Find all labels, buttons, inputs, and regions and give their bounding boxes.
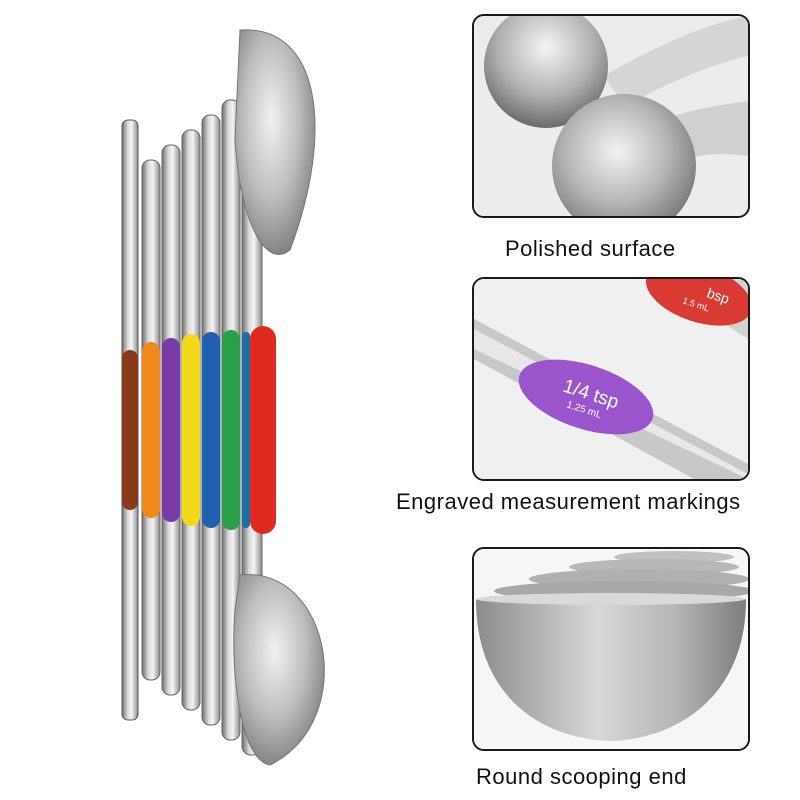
spoon-set-image [100, 20, 370, 780]
red-label [645, 279, 748, 326]
top-bowl [234, 29, 316, 255]
measurement-markings-photo: bsp 1.5 mL 1/4 tsp 1.25 mL [472, 277, 750, 481]
caption-round-scooping-end: Round scooping end [476, 764, 687, 789]
spoon-bowl-back [484, 16, 608, 128]
round-scoop-photo [472, 547, 750, 751]
bottom-bowl [233, 574, 325, 766]
polished-surface-photo [472, 14, 750, 218]
purple-label [518, 359, 654, 435]
color-band-orange [142, 342, 160, 518]
caption-polished-surface: Polished surface [505, 236, 676, 261]
color-band-teal [242, 332, 250, 528]
large-cup [476, 599, 746, 741]
color-band-red [250, 326, 276, 534]
red-label-main: bsp [705, 285, 732, 307]
color-band-yellow [182, 334, 200, 526]
caption-engraved-markings: Engraved measurement markings [396, 489, 741, 514]
color-band-purple [162, 338, 180, 522]
color-band-green [222, 330, 240, 530]
spoon-bowl-front [552, 94, 696, 216]
color-band-blue [202, 332, 220, 528]
color-band-brown [122, 350, 138, 510]
